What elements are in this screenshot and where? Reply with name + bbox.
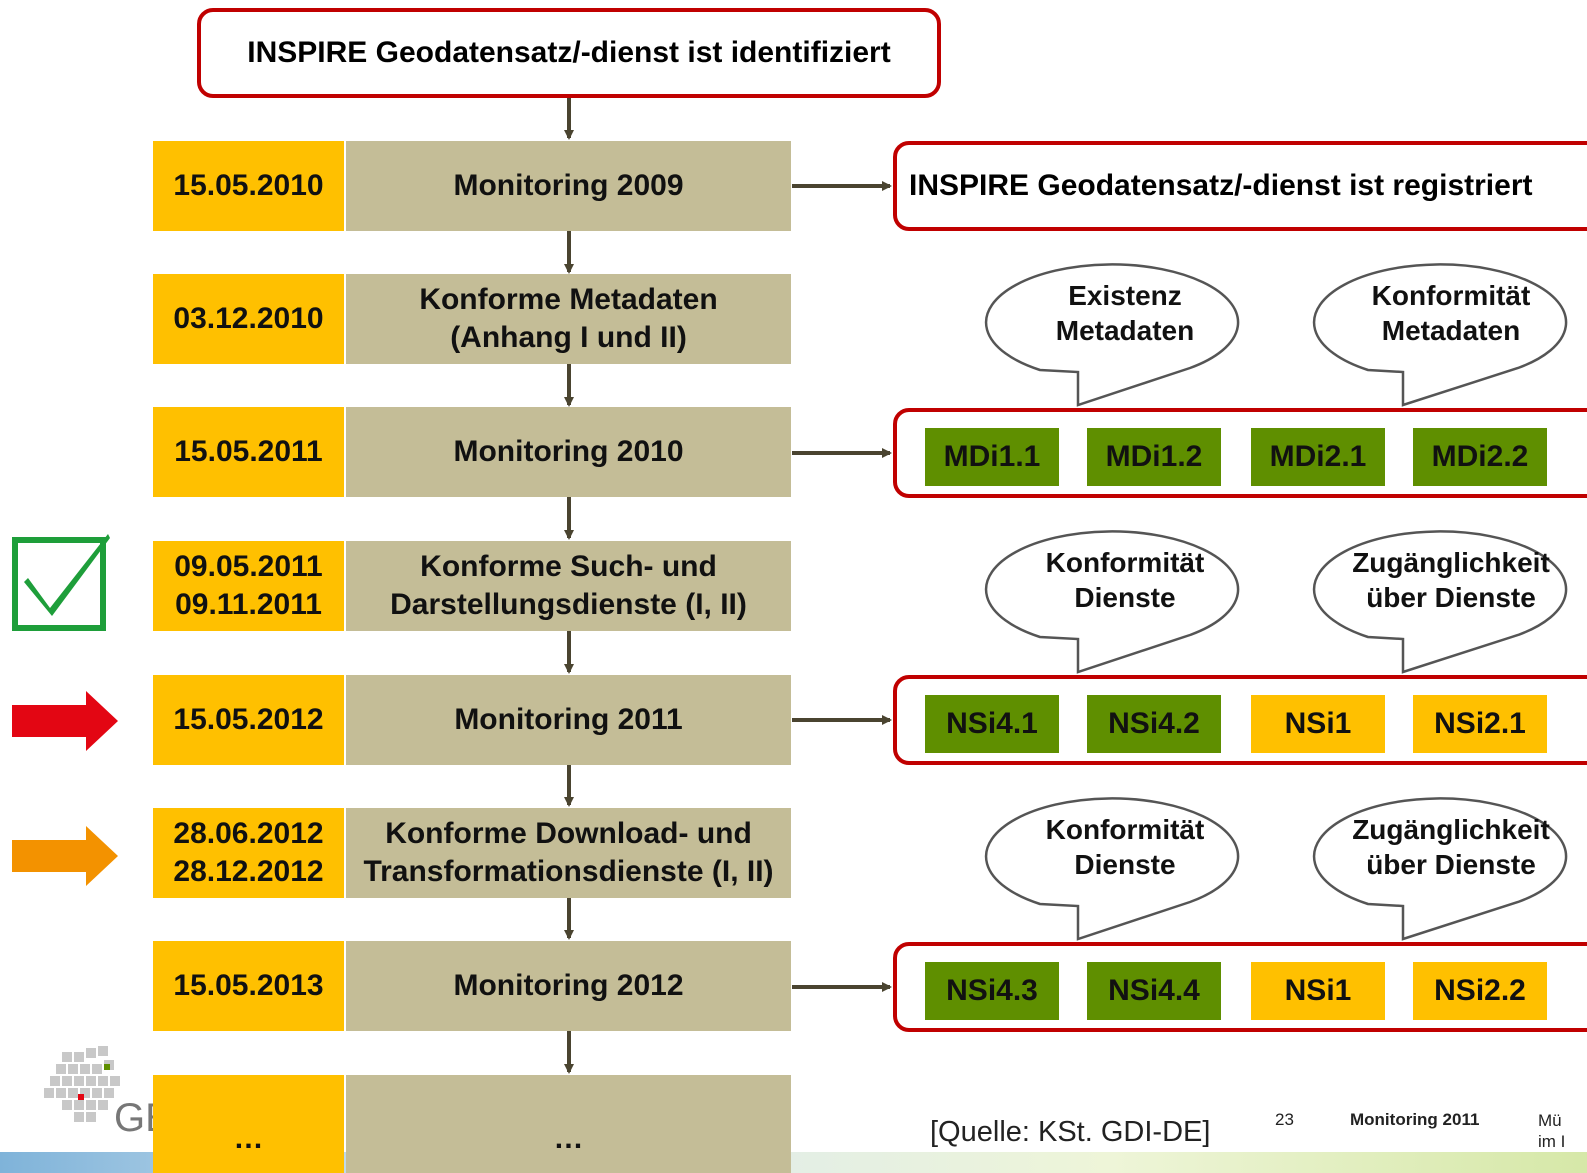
speech-bubble [984, 263, 1240, 407]
indicator-group: MDi1.1 MDi1.2 MDi2.1 MDi2.2 [893, 408, 1587, 498]
indicator-chip: NSi1 [1251, 962, 1385, 1020]
indicator-chip: MDi1.2 [1087, 428, 1221, 486]
indicator-chip: MDi2.1 [1251, 428, 1385, 486]
registered-box: INSPIRE Geodatensatz/-dienst ist registr… [893, 141, 1587, 231]
step-cell: … [346, 1075, 791, 1173]
source-citation: [Quelle: KSt. GDI-DE] [930, 1116, 1211, 1148]
indicator-chip: NSi4.2 [1087, 695, 1221, 753]
speech-bubble [1312, 263, 1568, 407]
identified-box: INSPIRE Geodatensatz/-dienst ist identif… [197, 8, 941, 98]
date-cell: … [153, 1075, 344, 1173]
indicator-chip: NSi4.3 [925, 962, 1059, 1020]
indicator-chip: NSi1 [1251, 695, 1385, 753]
footer-title: Monitoring 2011 [1350, 1110, 1480, 1129]
indicator-group: NSi4.3 NSi4.4 NSi1 NSi2.2 [893, 942, 1587, 1032]
indicator-chip: NSi4.4 [1087, 962, 1221, 1020]
speech-bubble [984, 797, 1240, 941]
page-number: 23 [1275, 1110, 1294, 1129]
orange-arrow-icon [12, 826, 118, 886]
step-cell: Monitoring 2009 [346, 141, 791, 231]
indicator-group: NSi4.1 NSi4.2 NSi1 NSi2.1 [893, 675, 1587, 765]
step-cell: Monitoring 2012 [346, 941, 791, 1031]
registered-text: INSPIRE Geodatensatz/-dienst ist registr… [909, 169, 1533, 202]
indicator-chip: NSi4.1 [925, 695, 1059, 753]
speech-bubble [1312, 530, 1568, 674]
speech-bubble [984, 530, 1240, 674]
speech-bubble [1312, 797, 1568, 941]
identified-text: INSPIRE Geodatensatz/-dienst ist identif… [247, 36, 891, 69]
indicator-chip: NSi2.1 [1413, 695, 1547, 753]
step-cell: Monitoring 2011 [346, 675, 791, 765]
indicator-chip: NSi2.2 [1413, 962, 1547, 1020]
date-cell: 15.05.2010 [153, 141, 344, 231]
step-cell: Monitoring 2010 [346, 407, 791, 497]
date-cell: 15.05.2013 [153, 941, 344, 1031]
logo-icon [44, 1046, 120, 1122]
date-cell: 15.05.2012 [153, 675, 344, 765]
indicator-chip: MDi1.1 [925, 428, 1059, 486]
check-icon [12, 534, 110, 631]
indicator-chip: MDi2.2 [1413, 428, 1547, 486]
date-cell: 03.12.2010 [153, 274, 344, 364]
date-cell: 15.05.2011 [153, 407, 344, 497]
red-arrow-icon [12, 691, 118, 751]
step-cell: Konforme Metadaten(Anhang I und II) [346, 274, 791, 364]
